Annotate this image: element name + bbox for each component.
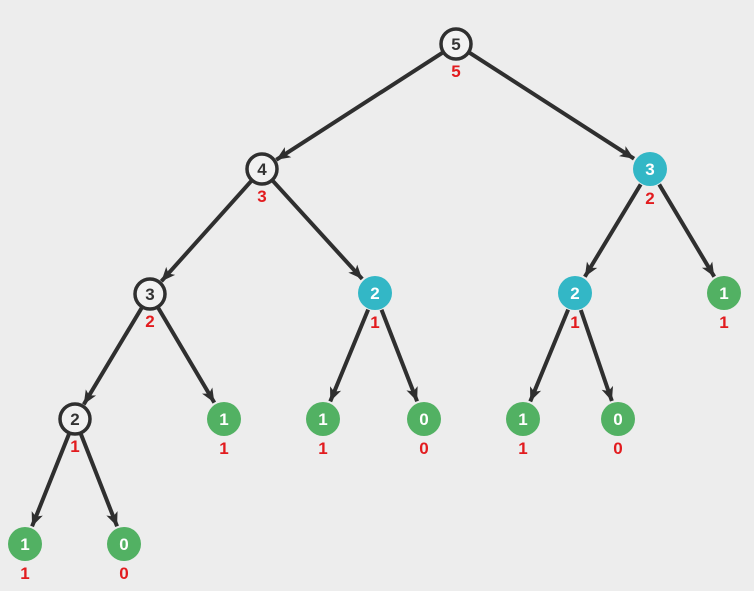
tree-node-base-1: 11 bbox=[707, 276, 741, 332]
node-value-label: 1 bbox=[318, 410, 327, 429]
tree-edge bbox=[271, 179, 364, 281]
node-circle bbox=[601, 402, 635, 436]
node-result-label: 1 bbox=[719, 313, 728, 332]
node-value-label: 0 bbox=[119, 535, 128, 554]
node-result-label: 1 bbox=[70, 437, 79, 456]
node-circle bbox=[358, 276, 392, 310]
tree-edge bbox=[156, 306, 217, 404]
node-circle bbox=[506, 402, 540, 436]
node-result-label: 0 bbox=[119, 564, 128, 583]
tree-edge bbox=[583, 183, 643, 278]
tree-edge bbox=[30, 433, 71, 528]
node-result-label: 2 bbox=[145, 312, 154, 331]
tree-node-base-0: 00 bbox=[407, 402, 441, 458]
tree-node-memo-2: 21 bbox=[358, 276, 392, 332]
node-value-label: 1 bbox=[219, 410, 228, 429]
node-value-label: 1 bbox=[20, 535, 29, 554]
tree-edge bbox=[82, 306, 144, 406]
node-value-label: 1 bbox=[719, 284, 728, 303]
tree-node-base-1: 11 bbox=[306, 402, 340, 458]
node-circle bbox=[207, 402, 241, 436]
node-circle bbox=[439, 27, 473, 61]
node-value-label: 2 bbox=[570, 284, 579, 303]
tree-node-call-4: 43 bbox=[245, 152, 279, 206]
node-result-label: 1 bbox=[370, 313, 379, 332]
node-result-label: 5 bbox=[451, 62, 460, 81]
tree-edge bbox=[328, 308, 370, 403]
node-circle bbox=[306, 402, 340, 436]
tree-edge bbox=[78, 433, 119, 528]
tree-edge bbox=[275, 50, 444, 162]
tree-node-base-1: 11 bbox=[8, 527, 42, 583]
tree-node-call-3: 32 bbox=[133, 277, 167, 331]
node-circle bbox=[8, 527, 42, 561]
tree-node-base-1: 11 bbox=[506, 402, 540, 458]
node-value-label: 3 bbox=[645, 160, 654, 179]
node-circle bbox=[407, 402, 441, 436]
tree-node-base-0: 00 bbox=[107, 527, 141, 583]
tree-edge bbox=[528, 308, 570, 403]
node-circle bbox=[133, 277, 167, 311]
node-value-label: 0 bbox=[419, 410, 428, 429]
node-result-label: 1 bbox=[570, 313, 579, 332]
tree-edge bbox=[578, 309, 614, 402]
node-circle bbox=[107, 527, 141, 561]
tree-node-base-1: 11 bbox=[207, 402, 241, 458]
node-result-label: 1 bbox=[219, 439, 228, 458]
node-circle bbox=[633, 152, 667, 186]
node-result-label: 1 bbox=[318, 439, 327, 458]
node-value-label: 2 bbox=[70, 410, 79, 429]
tree-edge bbox=[657, 183, 716, 278]
node-result-label: 1 bbox=[518, 439, 527, 458]
node-value-label: 3 bbox=[145, 285, 154, 304]
node-value-label: 5 bbox=[451, 35, 460, 54]
edges-layer bbox=[30, 50, 716, 528]
node-result-label: 2 bbox=[645, 189, 654, 208]
node-value-label: 2 bbox=[370, 284, 379, 303]
node-circle bbox=[558, 276, 592, 310]
node-value-label: 0 bbox=[613, 410, 622, 429]
tree-edge bbox=[379, 309, 419, 403]
node-result-label: 1 bbox=[20, 564, 29, 583]
node-result-label: 3 bbox=[257, 187, 266, 206]
tree-edge bbox=[468, 50, 636, 161]
node-result-label: 0 bbox=[419, 439, 428, 458]
node-value-label: 1 bbox=[518, 410, 527, 429]
node-circle bbox=[245, 152, 279, 186]
tree-node-memo-3: 32 bbox=[633, 152, 667, 208]
tree-node-memo-2: 21 bbox=[558, 276, 592, 332]
tree-node-call-5: 55 bbox=[439, 27, 473, 81]
tree-node-base-0: 00 bbox=[601, 402, 635, 458]
node-value-label: 4 bbox=[257, 160, 267, 179]
tree-edge bbox=[159, 179, 253, 283]
node-result-label: 0 bbox=[613, 439, 622, 458]
node-circle bbox=[707, 276, 741, 310]
tree-node-call-2: 21 bbox=[58, 402, 92, 456]
node-circle bbox=[58, 402, 92, 436]
